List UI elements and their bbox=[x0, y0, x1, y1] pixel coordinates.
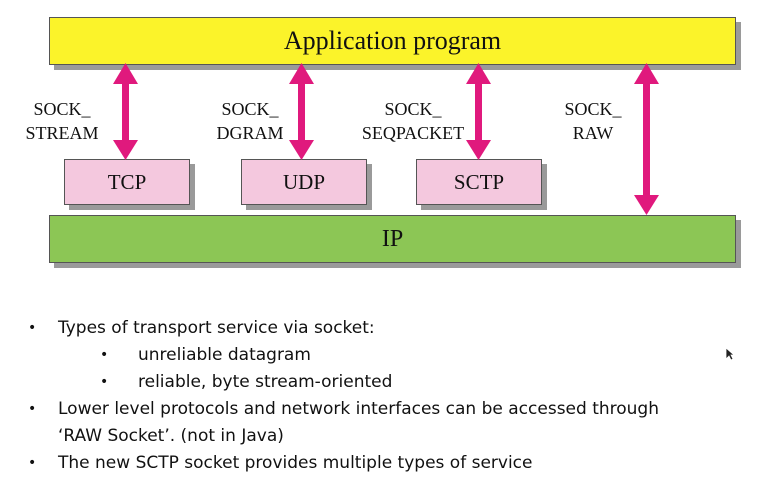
bullet-dot: • bbox=[28, 320, 37, 336]
bullet-item: • Lower level protocols and network inte… bbox=[28, 396, 748, 423]
udp-label: UDP bbox=[282, 169, 325, 194]
bullet-item: • The new SCTP socket provides multiple … bbox=[28, 450, 748, 477]
sock-stream-label: SOCK_ STREAM bbox=[12, 97, 112, 145]
sock-seqpacket-label: SOCK_ SEQPACKET bbox=[348, 97, 478, 145]
sock-stream-line1: SOCK_ bbox=[33, 99, 91, 119]
sub-bullet-item: • unreliable datagram bbox=[28, 342, 748, 369]
bullet-item: • Types of transport service via socket: bbox=[28, 315, 748, 342]
tcp-box: TCP bbox=[64, 159, 190, 205]
bullet-dot: • bbox=[100, 347, 109, 363]
sock-dgram-label: SOCK_ DGRAM bbox=[200, 97, 300, 145]
sock-seqpacket-line2: SEQPACKET bbox=[361, 123, 465, 143]
sock-raw-line2: RAW bbox=[572, 123, 614, 143]
sock-dgram-line2: DGRAM bbox=[216, 123, 284, 143]
sctp-box: SCTP bbox=[416, 159, 542, 205]
sub-bullet-text: reliable, byte stream-oriented bbox=[138, 372, 393, 392]
sub-bullet-item: • reliable, byte stream-oriented bbox=[28, 369, 748, 396]
bullet-text: Lower level protocols and network interf… bbox=[58, 399, 660, 419]
bullet-list: • Types of transport service via socket:… bbox=[28, 315, 748, 477]
ip-label: IP bbox=[381, 225, 404, 252]
tcp-label: TCP bbox=[107, 169, 147, 194]
bullet-text: The new SCTP socket provides multiple ty… bbox=[58, 453, 533, 473]
bullet-continuation-text: ‘RAW Socket’. (not in Java) bbox=[58, 426, 284, 446]
bullet-dot: • bbox=[28, 455, 37, 471]
bullet-text: Types of transport service via socket: bbox=[58, 318, 375, 338]
sock-seqpacket-arrow bbox=[466, 63, 491, 160]
sock-raw-line1: SOCK_ bbox=[564, 99, 622, 119]
application-program-box: Application program bbox=[49, 17, 736, 65]
mouse-pointer-icon bbox=[725, 347, 735, 361]
application-program-label: Application program bbox=[283, 26, 502, 55]
sctp-label: SCTP bbox=[453, 169, 505, 194]
sock-seqpacket-line1: SOCK_ bbox=[384, 99, 442, 119]
sub-bullet-text: unreliable datagram bbox=[138, 345, 311, 365]
bullet-continuation: ‘RAW Socket’. (not in Java) bbox=[28, 423, 748, 450]
sock-dgram-arrow bbox=[289, 63, 314, 160]
sock-raw-label: SOCK_ RAW bbox=[548, 97, 638, 145]
bullet-dot: • bbox=[100, 374, 109, 390]
sock-stream-line2: STREAM bbox=[25, 123, 99, 143]
bullet-dot: • bbox=[28, 401, 37, 417]
sock-dgram-line1: SOCK_ bbox=[221, 99, 279, 119]
sock-raw-arrow bbox=[634, 63, 659, 215]
arrows-layer bbox=[113, 63, 659, 215]
sock-stream-arrow bbox=[113, 63, 138, 160]
ip-box: IP bbox=[49, 215, 736, 263]
udp-box: UDP bbox=[241, 159, 367, 205]
